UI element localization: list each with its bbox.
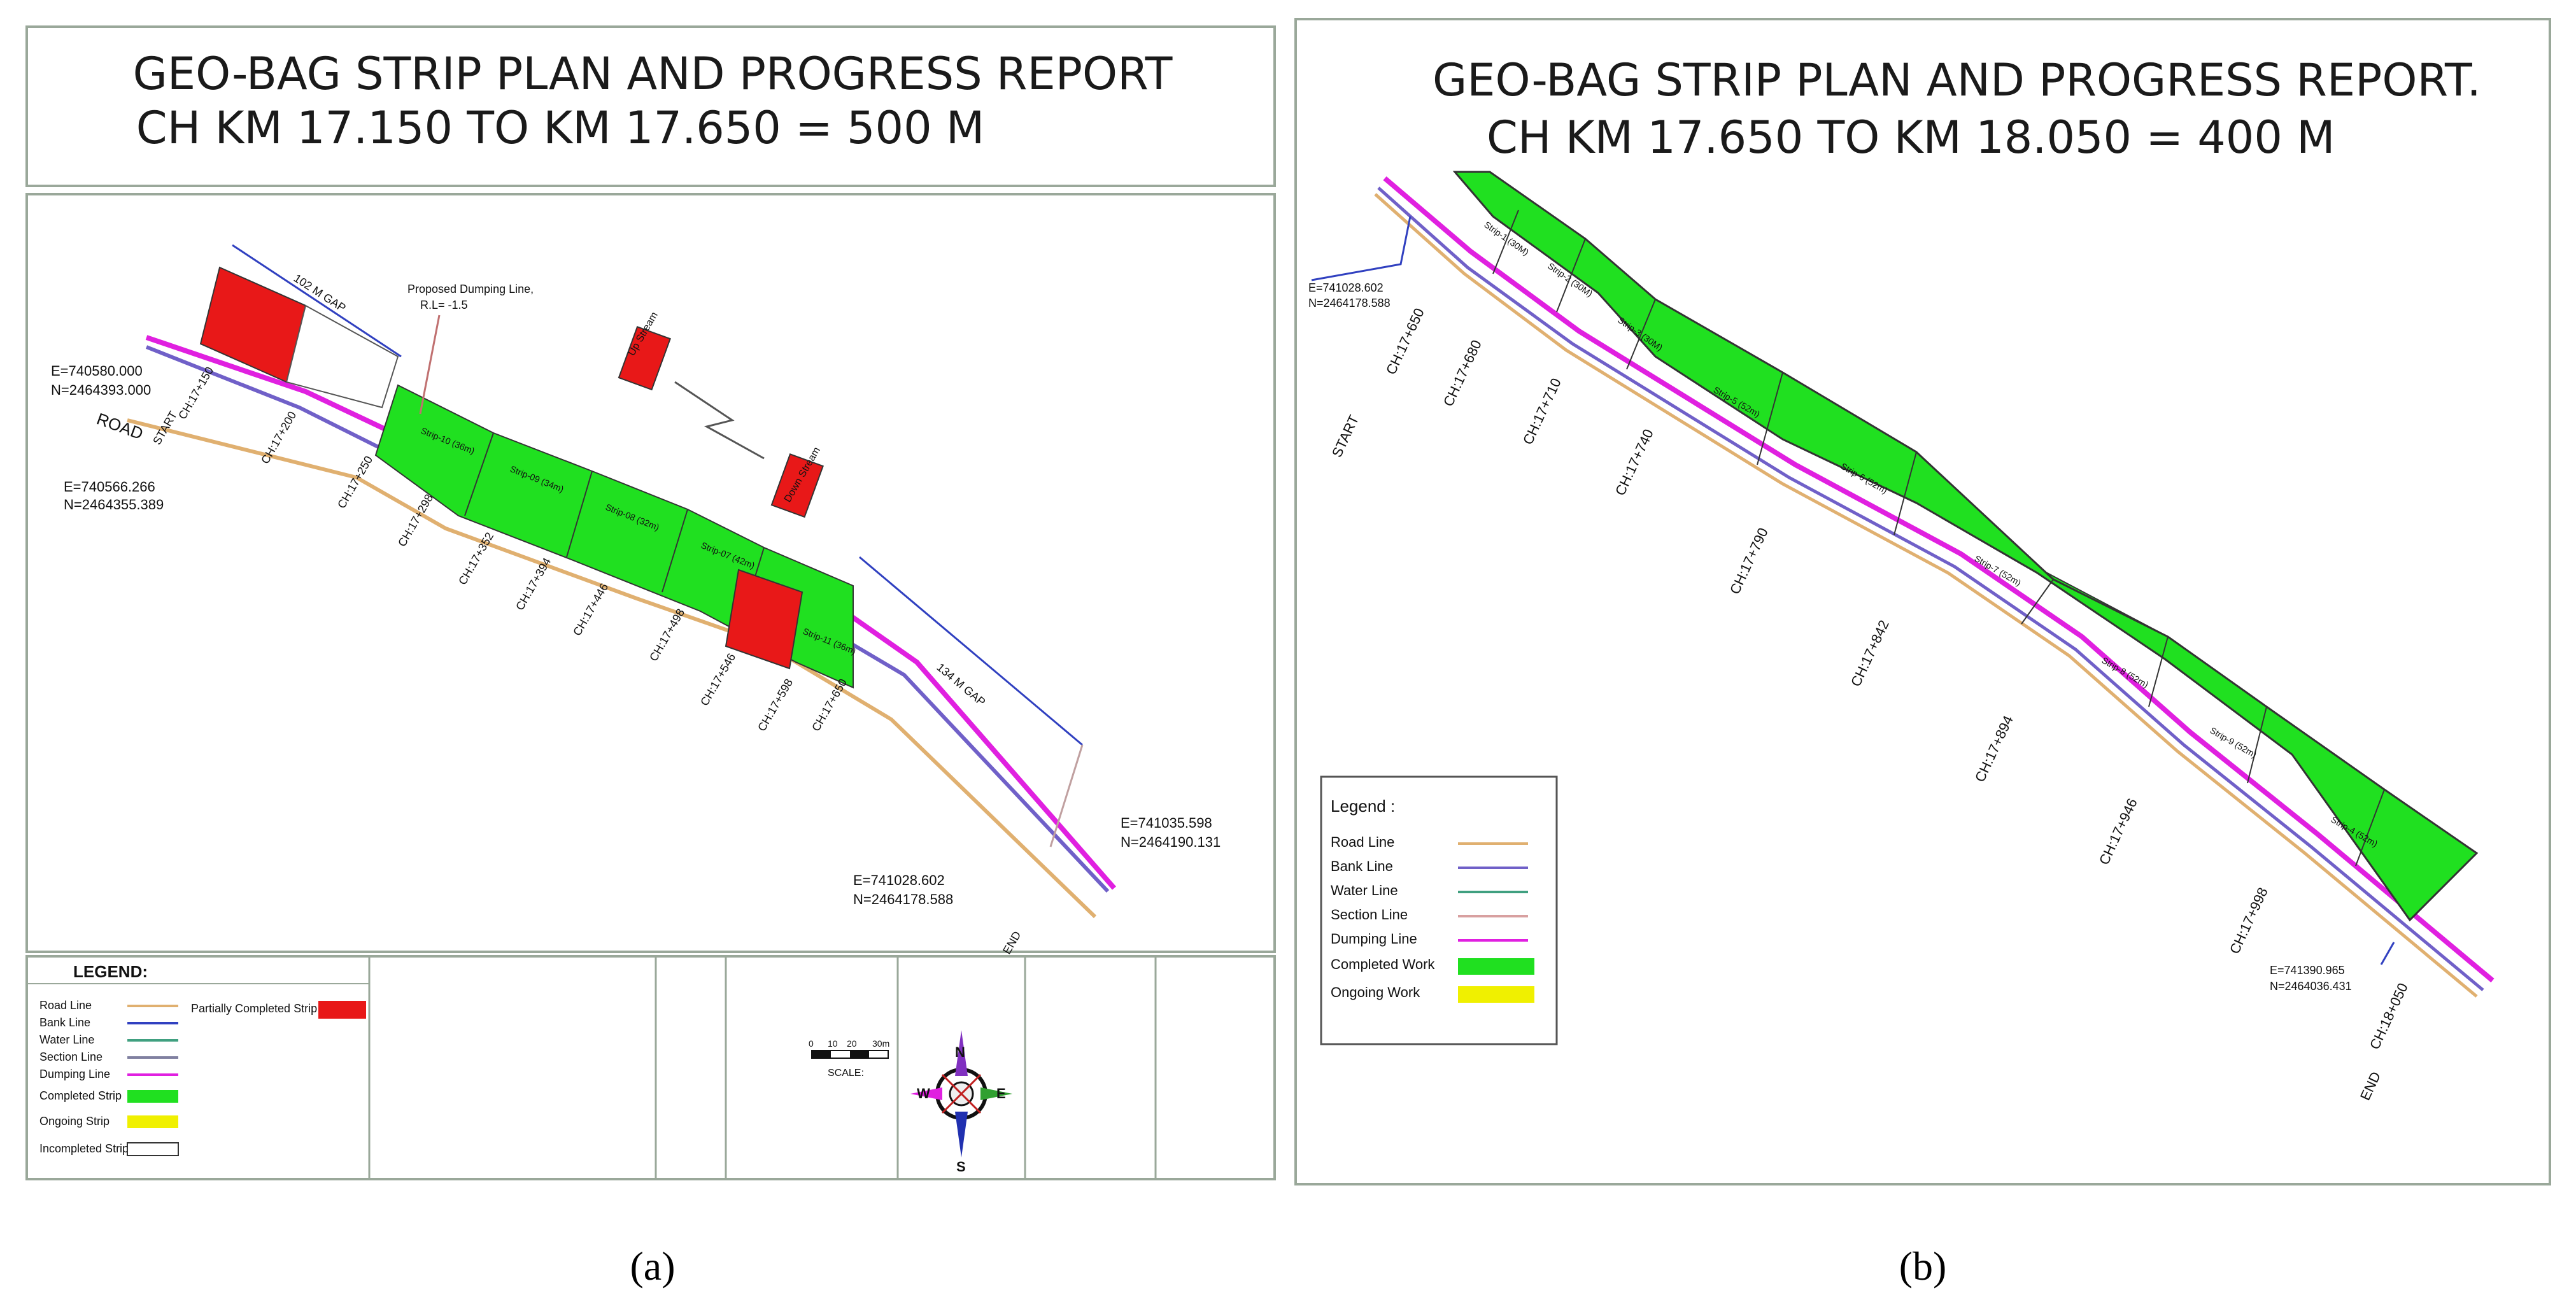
scale-tick: 0: [809, 1038, 814, 1049]
caption-b: (b): [1899, 1243, 1947, 1289]
panel-b: GEO-BAG STRIP PLAN AND PROGRESS REPORT. …: [1294, 18, 2551, 1185]
legend-item-completed-b: Completed Work: [1331, 956, 1435, 972]
scale-tick: 30m: [872, 1038, 889, 1049]
legend-item-water: Water Line: [39, 1033, 94, 1046]
compass-icon: N S E W: [910, 1030, 1012, 1175]
legend-item-bank: Bank Line: [39, 1016, 90, 1029]
coord-start-b-e: E=741028.602: [1308, 281, 1384, 294]
partial-strip-a-right: [725, 569, 803, 670]
compass-n: N: [955, 1044, 965, 1060]
proposed-rl-label: R.L= -1.5: [420, 299, 468, 311]
stream-path: [674, 381, 765, 460]
compass-w: W: [917, 1086, 930, 1101]
compass-e: E: [996, 1086, 1006, 1101]
panel-a-legend-frame: [25, 955, 1276, 1180]
gap-top-dim: [232, 244, 402, 358]
legend-item-partial: Partially Completed Strip: [191, 1002, 317, 1015]
incomplete-strip-a: [285, 304, 399, 409]
legend-item-section-b: Section Line: [1331, 907, 1408, 923]
legend-item-section: Section Line: [39, 1051, 103, 1063]
legend-item-ongoing: Ongoing Strip: [39, 1115, 110, 1128]
coord-end-b-e: E=741028.602: [853, 872, 945, 888]
panel-b-subtitle: CH KM 17.650 TO KM 18.050 = 400 M: [1487, 111, 2335, 164]
caption-a: (a): [630, 1243, 675, 1289]
legend-item-dumping-b: Dumping Line: [1331, 931, 1417, 947]
coord-start-e: E=740580.000: [51, 363, 143, 379]
legend-item-incomplete: Incompleted Strip: [39, 1142, 129, 1155]
coord-end-b-e: E=741390.965: [2270, 964, 2345, 977]
coord-end-b-n: N=2464178.588: [853, 891, 953, 907]
scale-bar: 0 10 20 30m SCALE:: [809, 1038, 889, 1079]
panel-a: GEO-BAG STRIP PLAN AND PROGRESS REPORT C…: [25, 25, 1276, 1180]
coord-start-b-n: N=2464178.588: [1308, 297, 1391, 309]
legend-item-completed: Completed Strip: [39, 1089, 122, 1102]
legend-item-road-b: Road Line: [1331, 834, 1394, 850]
legend-title-b: Legend :: [1331, 796, 1395, 816]
legend-item-dumping: Dumping Line: [39, 1068, 110, 1080]
coord-end-a-n: N=2464190.131: [1121, 834, 1221, 850]
gap-right-dim: [859, 556, 1083, 746]
legend-item-road: Road Line: [39, 999, 92, 1012]
down-stream-marker: [770, 453, 824, 518]
bank-line-b: [1377, 187, 2484, 991]
legend-item-bank-b: Bank Line: [1331, 858, 1393, 874]
panel-a-title-box: [25, 25, 1276, 187]
legend-item-water-b: Water Line: [1331, 882, 1398, 898]
panel-a-subtitle: CH KM 17.150 TO KM 17.650 = 500 M: [136, 102, 985, 154]
coord-mid-n: N=2464355.389: [64, 497, 164, 513]
panel-b-title: GEO-BAG STRIP PLAN AND PROGRESS REPORT.: [1433, 54, 2481, 106]
up-stream-marker: [618, 326, 671, 391]
coord-mid-e: E=740566.266: [64, 479, 155, 495]
coord-end-b-n: N=2464036.431: [2270, 980, 2352, 993]
coord-end-a-e: E=741035.598: [1121, 815, 1212, 831]
coord-start-n: N=2464393.000: [51, 382, 151, 398]
road-line-b: [1374, 193, 2478, 998]
scale-tick: 10: [828, 1038, 838, 1049]
legend-item-ongoing-b: Ongoing Work: [1331, 984, 1420, 1000]
dumping-line-b: [1383, 176, 2495, 983]
compass-s: S: [956, 1159, 966, 1175]
proposed-line-label: Proposed Dumping Line,: [407, 283, 534, 295]
road-line-a: [127, 418, 1097, 919]
completed-strips-b-fill: [1452, 171, 2479, 922]
panel-a-title: GEO-BAG STRIP PLAN AND PROGRESS REPORT: [133, 48, 1173, 100]
scale-tick: 20: [847, 1038, 857, 1049]
scale-label: SCALE:: [828, 1068, 864, 1079]
legend-title-a: LEGEND:: [73, 962, 148, 981]
